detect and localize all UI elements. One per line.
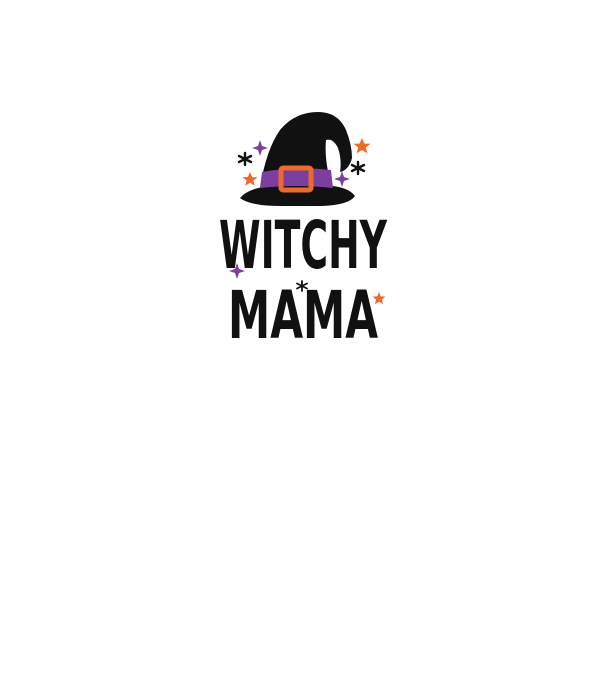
hat-band xyxy=(260,168,333,188)
star-icon xyxy=(242,172,258,186)
line-2-text: MAMA xyxy=(228,277,378,354)
sparkle-icon xyxy=(252,140,268,156)
sparkle-icon xyxy=(229,263,245,279)
star-icon xyxy=(372,292,386,305)
hat-buckle xyxy=(278,165,314,193)
asterisk-icon xyxy=(237,151,253,167)
asterisk-icon xyxy=(350,160,366,176)
star-icon xyxy=(353,138,371,154)
sparkle-icon xyxy=(334,171,350,187)
line-1-text: WITCHY xyxy=(219,207,388,284)
asterisk-icon xyxy=(296,280,308,292)
witch-hat-icon xyxy=(240,112,355,206)
hat-brim xyxy=(240,185,355,206)
